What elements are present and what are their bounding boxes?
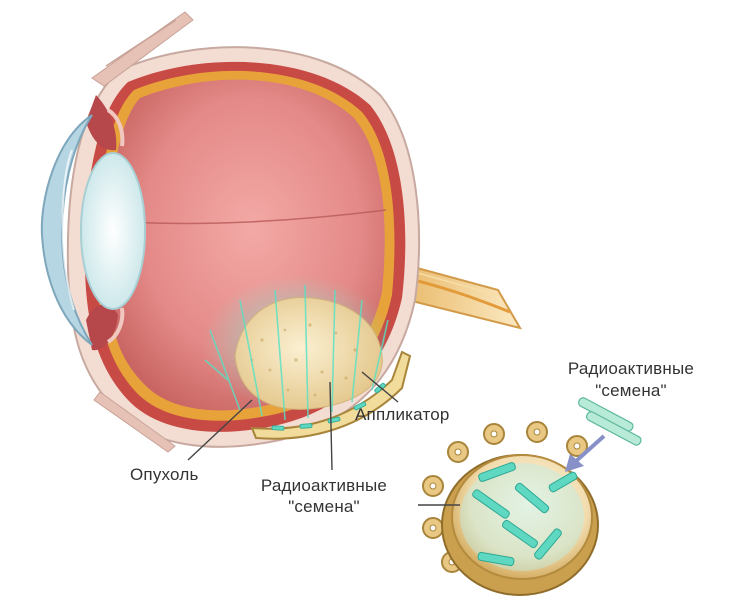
label-seeds-right-line1: Радиоактивные bbox=[540, 359, 722, 378]
lens bbox=[81, 153, 145, 309]
label-applicator: Аппликатор bbox=[355, 405, 450, 424]
applicator-disc bbox=[423, 422, 598, 595]
loose-seeds bbox=[577, 396, 642, 446]
label-tumor: Опухоль bbox=[130, 465, 199, 484]
label-seeds-right-line2: "семена" bbox=[540, 381, 722, 400]
label-seeds-bottom-line1: Радиоактивные bbox=[233, 476, 415, 495]
label-seeds-bottom-line2: "семена" bbox=[233, 497, 415, 516]
